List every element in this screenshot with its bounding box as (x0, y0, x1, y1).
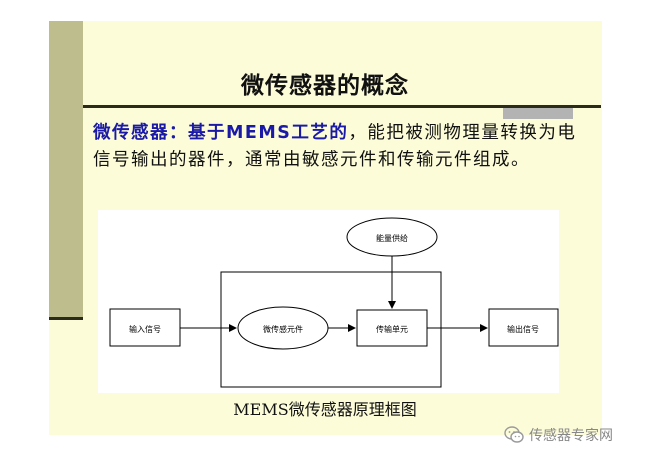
definition-rest: ，能把被测物理量转换为电信号输出的器件，通常由敏感元件和传输元件组成。 (93, 123, 577, 170)
title-accent-bar (503, 108, 573, 119)
sensing-element-label: 微传感元件 (263, 324, 303, 334)
output-signal-box (488, 308, 559, 347)
slide-title: 微传感器的概念 (241, 72, 409, 99)
power-supply-label: 能量供给 (376, 233, 408, 243)
title-divider (83, 105, 601, 108)
side-divider (49, 317, 83, 320)
watermark-text: 传感器专家网 (529, 428, 613, 444)
definition-text: 微传感器：基于MEMS工艺的，能把被测物理量转换为电信号输出的器件，通常由敏感元… (93, 120, 593, 174)
output-signal-label: 输出信号 (507, 324, 539, 334)
input-signal-label: 输入信号 (129, 324, 161, 334)
sensor-system-frame (220, 271, 442, 388)
block-diagram: 输入信号 微传感元件 传输单元 输出信号 能量供给 (98, 210, 559, 393)
wechat-icon (504, 426, 524, 443)
input-signal-box (109, 308, 181, 347)
definition-term: 微传感器：基于MEMS工艺的 (93, 123, 349, 143)
diagram-caption: MEMS微传感器原理框图 (233, 400, 417, 419)
side-accent-bar (49, 21, 83, 317)
block-diagram-svg: 输入信号 微传感元件 传输单元 输出信号 能量供给 (109, 217, 559, 388)
transmission-unit-label: 传输单元 (376, 324, 408, 334)
watermark: 传感器专家网 (503, 424, 613, 446)
